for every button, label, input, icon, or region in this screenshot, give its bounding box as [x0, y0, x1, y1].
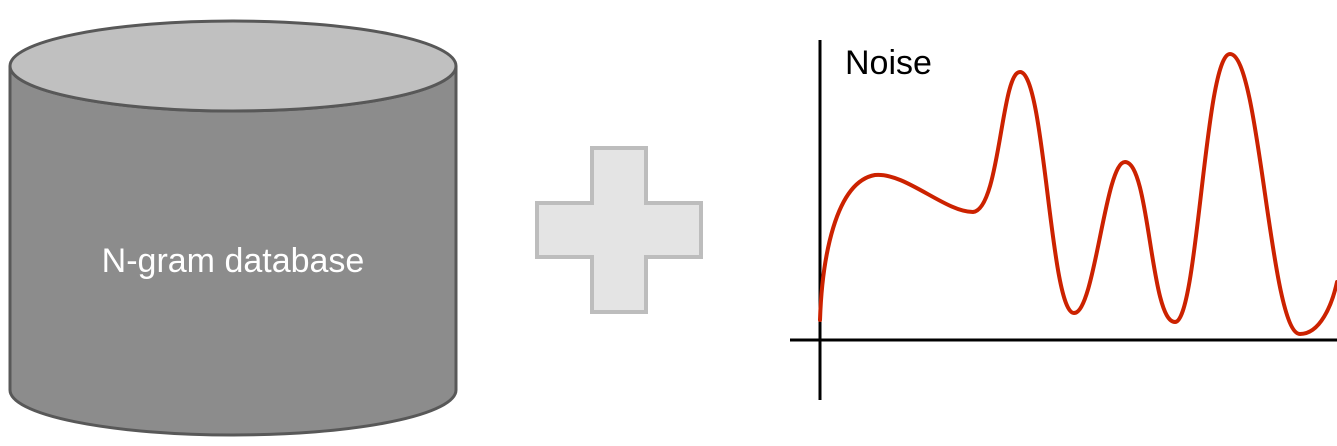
database-cylinder: N-gram database: [8, 19, 458, 437]
database-label: N-gram database: [102, 242, 365, 280]
cylinder-top: [8, 19, 458, 113]
noise-curve: [818, 52, 1337, 336]
noise-label: Noise: [845, 44, 932, 82]
noise-plot: Noise: [790, 40, 1337, 400]
plus-icon: [535, 146, 703, 314]
